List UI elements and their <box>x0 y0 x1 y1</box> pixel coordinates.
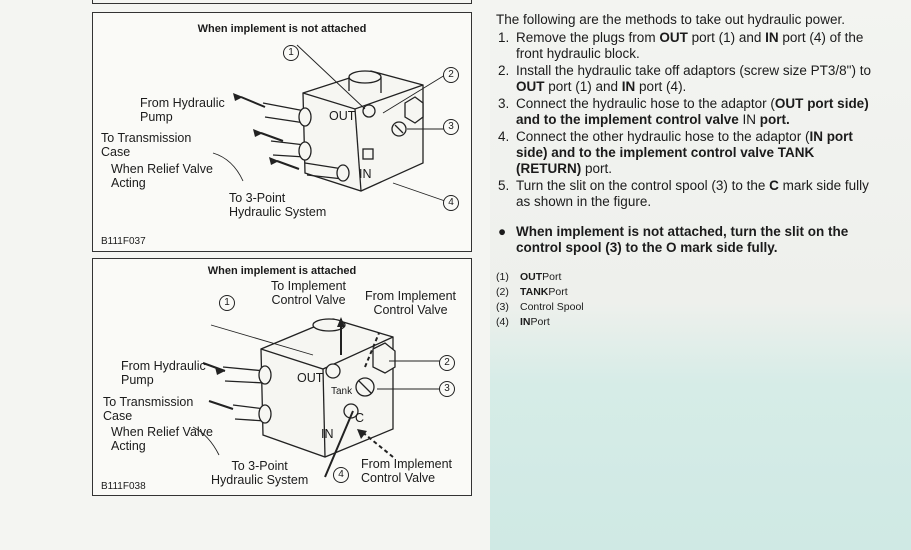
callout-3: 3 <box>439 381 455 397</box>
legend: (1) OUT Port (2) TANK Port (3) Control Spoo… <box>496 270 876 330</box>
figure-title: When implement is not attached <box>197 23 367 35</box>
step-text: Install the hydraulic take off adaptors … <box>516 63 871 78</box>
legend-bold: TANK <box>520 286 549 298</box>
step-text: port (1) and <box>544 79 622 94</box>
callout-4: 4 <box>333 467 349 483</box>
hydraulic-block-diagram <box>192 317 443 478</box>
step-text: Connect the hydraulic hose to the adapto… <box>516 96 775 111</box>
step-number: 3. <box>498 96 510 111</box>
legend-text: Control Spool <box>520 301 584 313</box>
step-text: port (4). <box>635 79 687 94</box>
step-text: Connect the other hydraulic hose to the … <box>516 129 810 144</box>
callout-4: 4 <box>443 195 459 211</box>
step-bold: IN port side) and to the implement contr… <box>516 129 853 176</box>
intro-text: The following are the methods to take ou… <box>496 12 845 27</box>
note-text: When implement is not attached, turn the… <box>516 224 849 255</box>
step-text: mark side fully as shown in the figure. <box>516 178 869 209</box>
previous-figure-edge <box>92 0 472 4</box>
step-text: port (4) of the front hydraulic block. <box>516 30 864 61</box>
callout-1: 1 <box>283 45 299 61</box>
label-in-port: IN <box>321 427 334 441</box>
step-bold: IN <box>621 79 636 94</box>
label-to-transmission-case: To Transmission Case <box>103 395 194 423</box>
legend-number: (4) <box>496 316 509 328</box>
step-number: 4. <box>498 129 510 144</box>
step-1: 1. Remove the plugs from OUT port (1) an… <box>496 30 876 62</box>
step-bold: OUT <box>659 30 688 45</box>
step-2: 2. Install the hydraulic take off adapto… <box>496 63 876 95</box>
label-from-implement-bottom: From Implement Control Valve <box>361 457 452 485</box>
label-relief-valve: When Relief Valve Acting <box>111 162 213 190</box>
step-text: Turn the slit on the control spool (3) t… <box>516 178 770 193</box>
page-background-right <box>490 0 911 550</box>
callout-1: 1 <box>219 295 235 311</box>
label-c-mark: C <box>355 411 365 425</box>
legend-number: (2) <box>496 286 509 298</box>
step-bold: OUT <box>774 96 804 111</box>
legend-text: Port <box>530 316 550 328</box>
label-in-port: IN <box>359 167 372 181</box>
step-3: 3. Connect the hydraulic hose to the ada… <box>496 96 876 128</box>
figure-title: When implement is attached <box>207 265 357 277</box>
callout-2: 2 <box>443 67 459 83</box>
figure-not-attached: When implement is not attached <box>92 12 472 252</box>
hydraulic-block-diagram <box>212 44 446 202</box>
legend-bold: OUT <box>520 271 543 283</box>
label-to-implement: To Implement Control Valve <box>271 279 347 307</box>
figure-code: B111F037 <box>101 236 146 247</box>
step-text: port (1) and <box>687 30 766 45</box>
instructions-column: The following are the methods to take ou… <box>496 12 876 330</box>
label-to-transmission-case: To Transmission Case <box>101 131 192 159</box>
label-tank: Tank <box>331 386 353 397</box>
legend-number: (3) <box>496 301 509 313</box>
step-text: port. <box>581 161 613 176</box>
label-relief-valve: When Relief Valve Acting <box>111 425 213 453</box>
bullet-dot: ● <box>498 224 507 239</box>
step-number: 5. <box>498 178 510 193</box>
step-4: 4. Connect the other hydraulic hose to t… <box>496 129 876 177</box>
step-bold: port. <box>756 112 790 127</box>
label-from-hydraulic-pump: From Hydraulic Pump <box>121 359 206 387</box>
label-from-hydraulic-pump: From Hydraulic Pump <box>140 96 225 124</box>
legend-text: Port <box>548 286 568 298</box>
step-bold: IN <box>765 30 779 45</box>
note-bullet: ● When implement is not attached, turn t… <box>496 224 876 256</box>
step-text: IN <box>742 112 757 127</box>
legend-item: (2) TANK Port <box>496 285 876 300</box>
legend-item: (3) Control Spool <box>496 300 876 315</box>
callout-2: 2 <box>439 355 455 371</box>
legend-item: (4) IN Port <box>496 315 876 330</box>
step-number: 1. <box>498 30 510 45</box>
step-bold: OUT <box>516 79 545 94</box>
label-out-port: OUT <box>329 109 356 123</box>
legend-bold: IN <box>520 316 531 328</box>
label-out-port: OUT <box>297 371 324 385</box>
step-5: 5. Turn the slit on the control spool (3… <box>496 178 876 210</box>
step-text: Remove the plugs from <box>516 30 660 45</box>
legend-number: (1) <box>496 271 509 283</box>
label-to-3-point: To 3-Point Hydraulic System <box>229 191 327 219</box>
legend-item: (1) OUT Port <box>496 270 876 285</box>
figure-attached: When implement is attached <box>92 258 472 496</box>
step-bold: C <box>769 178 779 193</box>
legend-text: Port <box>542 271 562 283</box>
label-from-implement-top: From Implement Control Valve <box>365 289 456 317</box>
step-bold: port side) and to the implement control … <box>516 96 869 127</box>
figure-code: B111F038 <box>101 481 146 492</box>
label-to-3-point: To 3-Point Hydraulic System <box>211 459 309 487</box>
callout-3: 3 <box>443 119 459 135</box>
step-number: 2. <box>498 63 510 78</box>
